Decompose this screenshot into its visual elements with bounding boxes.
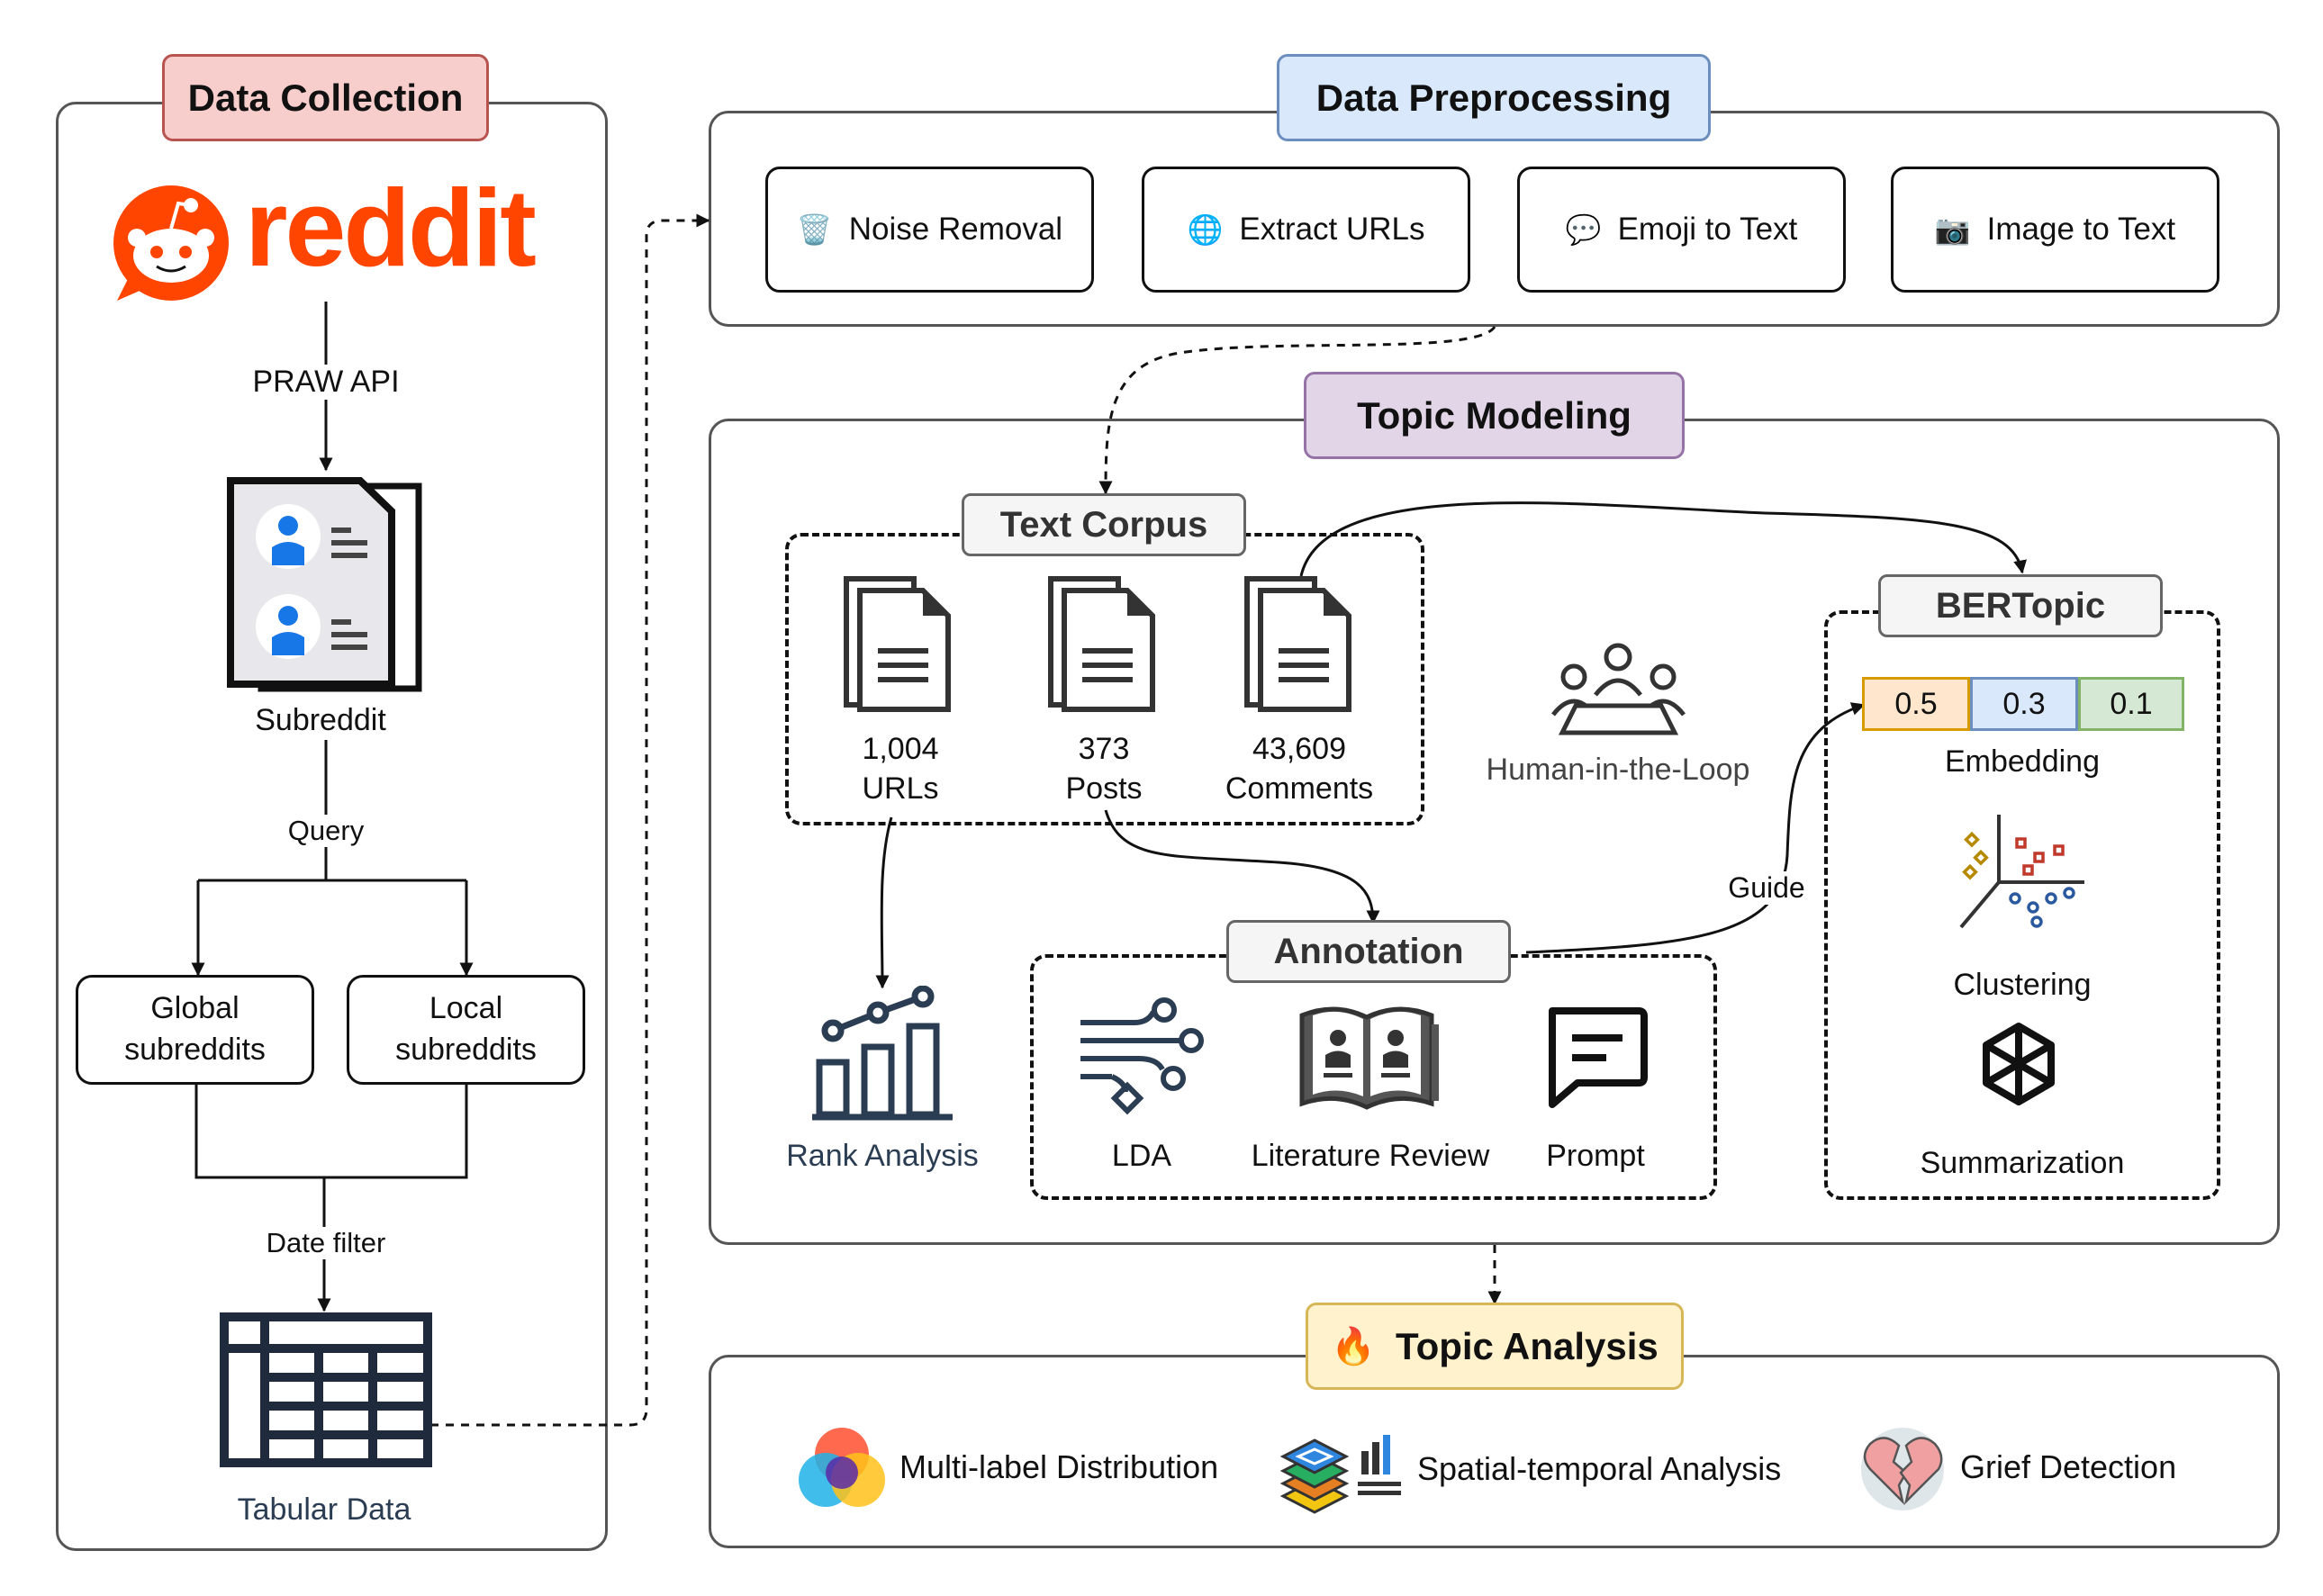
grief-detection-item: Grief Detection [1857,1422,2176,1512]
noise-removal-step: 🗑️ Noise Removal [765,167,1094,293]
clustering-scatter-icon [1959,815,2084,929]
edge-label-query: Query [282,815,370,847]
topic-analysis-header: 🔥 Topic Analysis [1306,1303,1684,1390]
literature-review-book-icon [1299,1006,1439,1110]
embedding-cell-1: 0.5 [1862,677,1970,731]
extract-urls-label: Extract URLs [1239,212,1425,247]
comments-document-icon [1244,576,1351,712]
multi-label-distribution-item: Multi-label Distribution [797,1422,1218,1512]
posts-document-icon [1048,576,1155,712]
rank-analysis-chart-icon [812,986,953,1121]
edge-posts-to-annotation [1104,809,1380,924]
urls-count-label: 1,004 URLs [862,732,939,807]
posts-count-label: 373 Posts [1065,732,1143,807]
spatial-temporal-analysis-label: Spatial-temporal Analysis [1417,1450,1782,1487]
data-preprocessing-header: Data Preprocessing [1277,54,1711,141]
tabular-data-label: Tabular Data [237,1492,411,1527]
extract-urls-step: 🌐 Extract URLs [1142,167,1470,293]
multi-label-distribution-icon [799,1428,885,1507]
camera-icon: 📷 [1934,213,1971,246]
globe-icon: 🌐 [1187,213,1224,246]
subreddit-label: Subreddit [255,703,386,737]
reddit-snoo-icon [113,185,229,301]
fire-icon: 🔥 [1331,1327,1377,1366]
reddit-wordmark: reddit [245,167,537,289]
summarization-label: Summarization [1920,1146,2125,1180]
data-collection-header: Data Collection [162,54,489,141]
edge-preprocessing-to-corpus [1098,326,1496,495]
text-corpus-tag: Text Corpus [962,493,1246,556]
prompt-chat-icon [1549,1007,1648,1108]
embedding-cell-3: 0.1 [2078,677,2184,731]
noise-removal-label: Noise Removal [848,212,1063,247]
reddit-logo: reddit [110,173,560,306]
bertopic-tag: BERTopic [1878,574,2163,637]
local-subreddits-box: Local subreddits [347,975,585,1085]
prompt-label: Prompt [1546,1139,1645,1173]
subreddit-document-icon [227,477,422,692]
edge-table-to-preprocessing [430,213,710,1427]
broken-heart-icon [1861,1428,1944,1510]
edge-label-date-filter: Date filter [260,1227,392,1259]
edge-corpus-to-rank [875,816,893,989]
human-in-the-loop-icon [1551,643,1686,735]
lda-label: LDA [1111,1139,1172,1173]
image-to-text-label: Image to Text [1986,212,2176,247]
embedding-label: Embedding [1944,744,2101,779]
edge-merge [194,1085,468,1179]
annotation-tag: Annotation [1226,920,1511,983]
rank-analysis-label: Rank Analysis [786,1139,979,1173]
comments-count-label: 43,609 Comments [1225,732,1374,807]
spatial-temporal-analysis-item: Spatial-temporal Analysis [1279,1424,1781,1514]
edge-comments-to-bertopic [1299,501,2027,577]
embedding-cell-2: 0.3 [1970,677,2078,731]
emoji-to-text-step: 💬 Emoji to Text [1517,167,1846,293]
literature-review-label: Literature Review [1251,1139,1490,1173]
global-subreddits-box: Global subreddits [76,975,314,1085]
summarization-knot-icon [1983,1023,2055,1105]
topic-analysis-title: Topic Analysis [1396,1324,1659,1367]
image-to-text-step: 📷 Image to Text [1891,167,2219,293]
lda-flow-icon [1080,997,1204,1115]
urls-document-icon [844,576,951,712]
edge-label-guide: Guide [1722,871,1811,905]
topic-modeling-panel [709,419,2280,1245]
speech-bubble-icon: 💬 [1565,213,1602,246]
clustering-label: Clustering [1953,968,2092,1002]
topic-modeling-header: Topic Modeling [1304,372,1685,459]
tabular-data-icon [220,1312,432,1467]
wastebasket-icon: 🗑️ [796,213,833,246]
edge-label-praw-api: PRAW API [247,365,405,400]
grief-detection-label: Grief Detection [1960,1448,2177,1485]
edge-annotation-to-embedding [1525,702,1866,954]
emoji-to-text-label: Emoji to Text [1617,212,1798,247]
spatial-temporal-layers-icon [1279,1435,1401,1514]
human-in-the-loop-label: Human-in-the-Loop [1486,753,1750,787]
multi-label-distribution-label: Multi-label Distribution [899,1448,1219,1485]
